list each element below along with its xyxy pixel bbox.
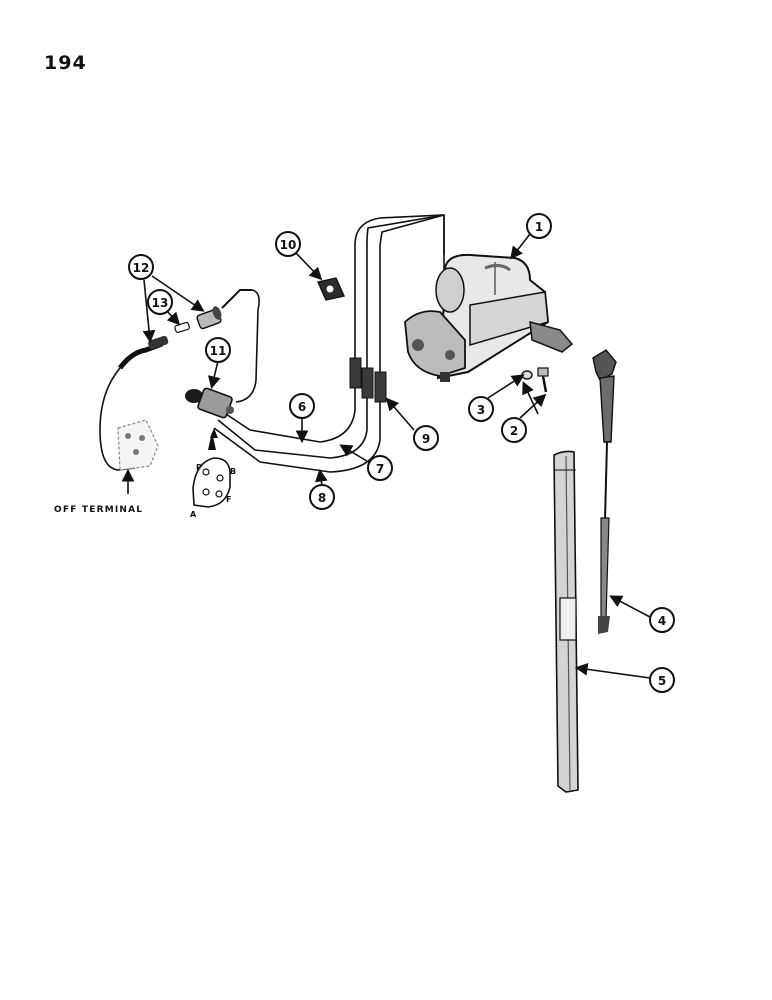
- wire-harness: [213, 214, 445, 473]
- svg-text:8: 8: [318, 491, 326, 505]
- wiper-blade: [553, 450, 579, 793]
- wiper-switch: [185, 387, 234, 438]
- page-number: 194: [44, 52, 87, 74]
- callout-11: 11: [205, 337, 231, 363]
- switch-pin-diagram: P B F A: [190, 432, 236, 519]
- callout-7: 7: [367, 455, 393, 481]
- callout-9: 9: [413, 425, 439, 451]
- svg-text:2: 2: [510, 424, 518, 438]
- svg-text:11: 11: [210, 344, 227, 358]
- svg-text:3: 3: [477, 403, 485, 417]
- off-terminal-block: [117, 419, 159, 494]
- pin-label-b: B: [230, 467, 236, 476]
- leader-lines: [142, 233, 651, 679]
- terminal-wire: [99, 367, 136, 471]
- callout-12: 12: [128, 254, 154, 280]
- callout-1: 1: [526, 213, 552, 239]
- wiper-arm: [592, 349, 617, 634]
- fuse-holder: [118, 289, 252, 370]
- callout-4: 4: [649, 607, 675, 633]
- fuse: [174, 321, 190, 334]
- svg-text:7: 7: [376, 462, 384, 476]
- svg-text:9: 9: [422, 432, 430, 446]
- clip: [317, 277, 345, 301]
- pin-label-p: P: [196, 463, 202, 472]
- pin-label-a: A: [190, 510, 197, 519]
- bolt: [537, 367, 549, 393]
- off-terminal-label: OFF TERMINAL: [54, 505, 143, 515]
- callout-5: 5: [649, 667, 675, 693]
- callout-2: 2: [501, 417, 527, 443]
- callout-13: 13: [147, 289, 173, 315]
- svg-text:6: 6: [298, 400, 306, 414]
- svg-text:5: 5: [658, 674, 666, 688]
- callout-8: 8: [309, 484, 335, 510]
- svg-text:12: 12: [133, 261, 150, 275]
- pin-label-f: F: [226, 495, 231, 504]
- svg-text:10: 10: [280, 238, 297, 252]
- svg-text:13: 13: [152, 296, 169, 310]
- washer: [521, 370, 533, 380]
- callout-6: 6: [289, 393, 315, 419]
- switch-supply-wire: [235, 289, 260, 403]
- wiper-motor: [404, 253, 574, 382]
- callout-3: 3: [468, 396, 494, 422]
- svg-text:1: 1: [535, 220, 543, 234]
- svg-text:4: 4: [658, 614, 666, 628]
- callout-10: 10: [275, 231, 301, 257]
